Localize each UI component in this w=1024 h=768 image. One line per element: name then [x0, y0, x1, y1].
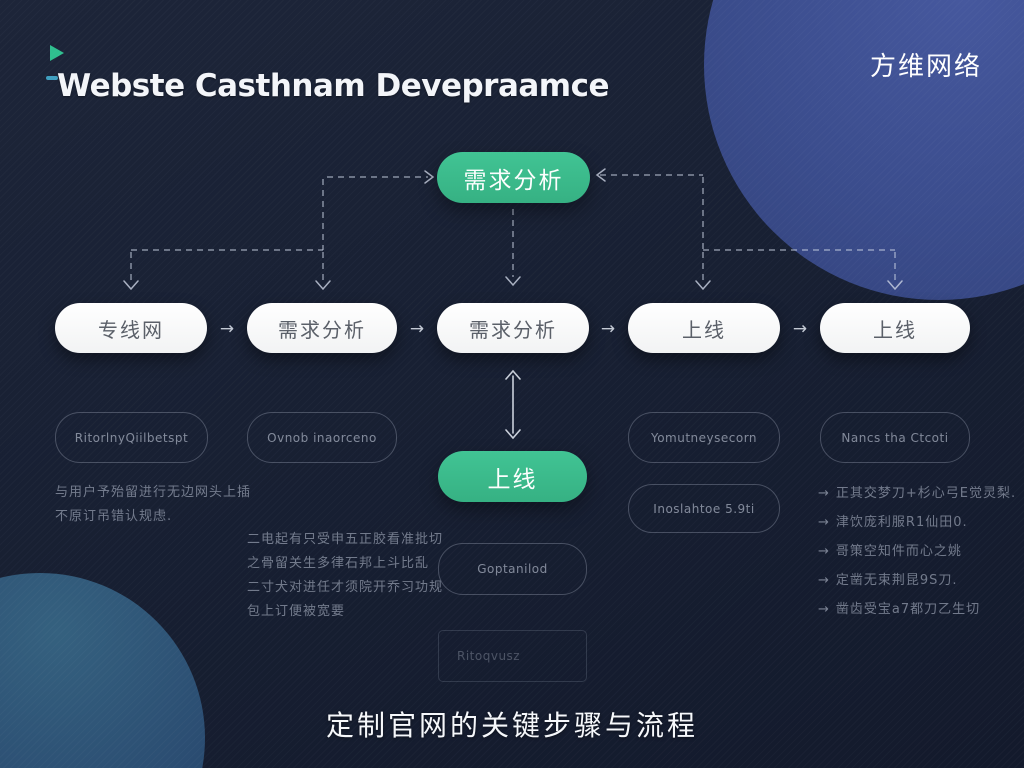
step-arrow-icon: → — [600, 319, 616, 339]
annotation-box-col4-a: Yomutneysecorn — [628, 412, 780, 463]
list-item: →哥策空知件而心之姚 — [818, 544, 962, 559]
flow-node-top: 需求分析 — [437, 152, 590, 203]
step-arrow-icon: → — [219, 319, 235, 339]
arrow-bullet-icon: → — [818, 486, 830, 501]
flow-step-2: 需求分析 — [247, 303, 397, 353]
annotation-box-col2: Ovnob inaorceno — [247, 412, 397, 463]
step-arrow-icon: → — [409, 319, 425, 339]
flow-step-1: 专线网 — [55, 303, 207, 353]
footer-caption: 定制官网的关键步骤与流程 — [325, 709, 698, 742]
brand-logo-text: 方维网络 — [869, 52, 982, 82]
step-arrow-icon: → — [792, 319, 808, 339]
arrow-bullet-icon: → — [818, 602, 830, 617]
flow-step-3: 需求分析 — [437, 303, 589, 353]
flow-step-5: 上线 — [820, 303, 970, 353]
list-item: →定凿无束荆昆9S刀. — [818, 573, 958, 588]
arrow-bullet-icon: → — [818, 573, 830, 588]
annotation-box-col5: Nancs tha Ctcoti — [820, 412, 970, 463]
arrowhead-into-top-node-right — [595, 168, 606, 182]
play-triangle-icon — [50, 45, 64, 61]
note-col2: 二电起有只受申五正胶看准批切 之骨留关生多律石邦上斗比乱 二寸犬对进任才须院开乔… — [247, 532, 444, 619]
note-col1: 与用户予殆留进行无边网头上插 不原订吊错认规虑. — [55, 485, 252, 524]
annotation-box-col1: RitorlnyQiilbetspt — [55, 412, 208, 463]
arrow-bullet-icon: → — [818, 544, 830, 559]
page-title: Webste Casthnam Devepraamce — [57, 68, 610, 104]
arrowhead-into-top-node-left — [424, 170, 435, 184]
arrow-bullet-icon: → — [818, 515, 830, 530]
flow-node-bottom: 上线 — [438, 451, 587, 502]
annotation-box-center: Goptanilod — [438, 543, 587, 595]
dash-accent-icon — [46, 76, 58, 80]
list-item: →津饮庞利服R1仙田0. — [818, 515, 968, 530]
flow-step-4: 上线 — [628, 303, 780, 353]
list-item: →凿齿受宝a7都刀乙生切 — [818, 602, 981, 617]
note-col5-list: →正其交梦刀+杉心弓E觉灵梨. →津饮庞利服R1仙田0. →哥策空知件而心之姚 … — [818, 479, 1016, 624]
annotation-box-center-faint: Ritoqvusz — [438, 630, 587, 682]
list-item: →正其交梦刀+杉心弓E觉灵梨. — [818, 486, 1017, 501]
annotation-box-col4-b: Inoslahtoe 5.9ti — [628, 484, 780, 533]
